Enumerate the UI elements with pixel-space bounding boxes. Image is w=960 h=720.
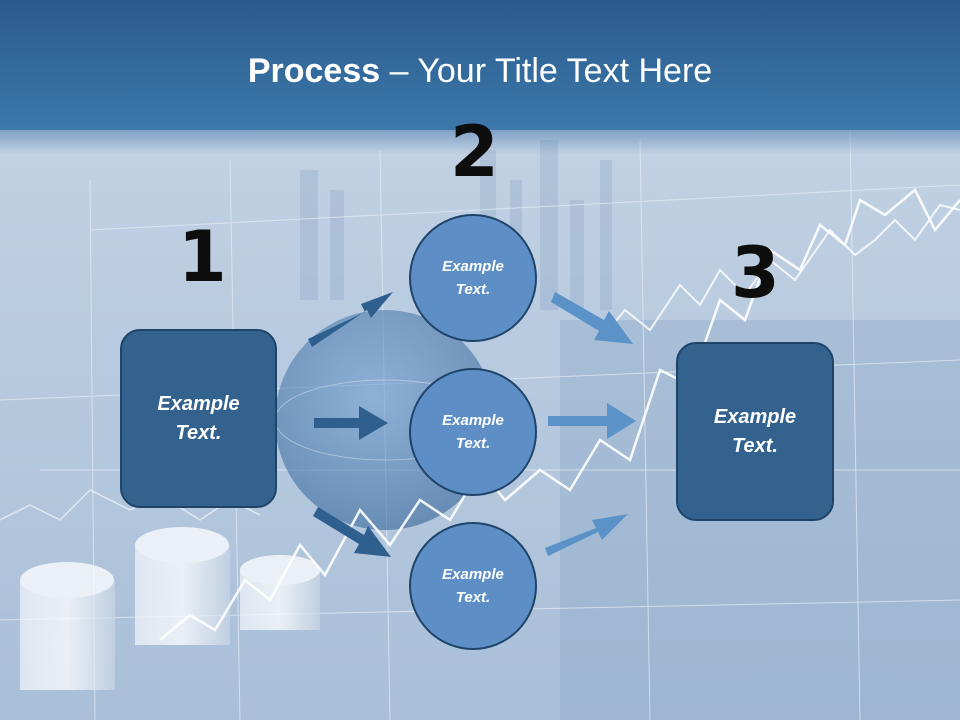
circle-step-3: Example Text.: [409, 522, 537, 650]
arrow-to-circle-2: [314, 406, 388, 440]
left-step-box: Example Text.: [120, 329, 277, 508]
step-number-2: 2: [450, 111, 499, 193]
title-rest-part: – Your Title Text Here: [380, 52, 713, 90]
title-band: [0, 0, 960, 154]
circle-step-2: Example Text.: [409, 368, 537, 496]
arrow-from-circle-2: [548, 403, 636, 439]
arrow-to-circle-1: [308, 292, 393, 347]
arrow-from-circle-3: [545, 514, 628, 556]
circle-step-1: Example Text.: [409, 214, 537, 342]
step-number-1: 1: [178, 216, 227, 298]
circle-step-2-text: Example Text.: [442, 412, 504, 452]
slide-title: Process – Your Title Text Here: [0, 52, 960, 91]
right-step-box-text: Example Text.: [713, 405, 797, 457]
circle-step-3-text: Example Text.: [442, 566, 504, 606]
arrow-from-circle-1: [551, 292, 633, 344]
left-step-box-text: Example Text.: [157, 392, 240, 444]
right-arrows: [545, 292, 636, 556]
left-arrows: [308, 292, 393, 557]
arrow-to-circle-3: [313, 507, 391, 557]
circle-step-1-text: Example Text.: [442, 258, 504, 298]
title-bold-part: Process: [247, 52, 381, 90]
right-step-box: Example Text.: [676, 342, 834, 521]
step-number-3: 3: [731, 232, 780, 314]
